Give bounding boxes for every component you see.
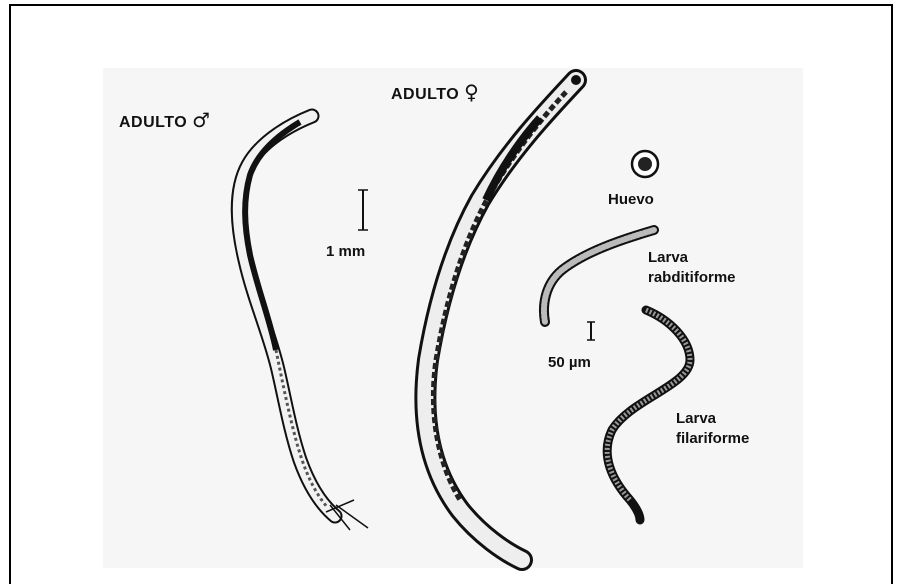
label-scale-adults: 1 mm: [326, 244, 365, 259]
label-rhabditiform-line2: rabditiforme: [648, 268, 736, 288]
label-filariform-larva: Larva filariforme: [676, 409, 749, 449]
egg-drawing: [632, 151, 658, 177]
adult-female-worm: [425, 75, 581, 560]
female-symbol-icon: ♀: [464, 80, 479, 104]
adult-male-worm: [238, 116, 368, 530]
label-adult-male: ADULTO ♂: [119, 110, 211, 131]
male-symbol-icon: ♂: [192, 108, 210, 132]
label-egg: Huevo: [608, 192, 654, 207]
label-rhabditiform-larva: Larva rabditiforme: [648, 248, 736, 288]
label-filariform-line2: filariforme: [676, 429, 749, 449]
label-adult-male-text: ADULTO: [119, 114, 187, 131]
rhabditiform-larva: [544, 230, 654, 322]
label-adult-female: ADULTO ♀: [391, 82, 479, 103]
label-scale-larvae: 50 µm: [548, 355, 591, 370]
label-rhabditiform-line1: Larva: [648, 248, 736, 268]
label-adult-female-text: ADULTO: [391, 86, 459, 103]
label-filariform-line1: Larva: [676, 409, 749, 429]
